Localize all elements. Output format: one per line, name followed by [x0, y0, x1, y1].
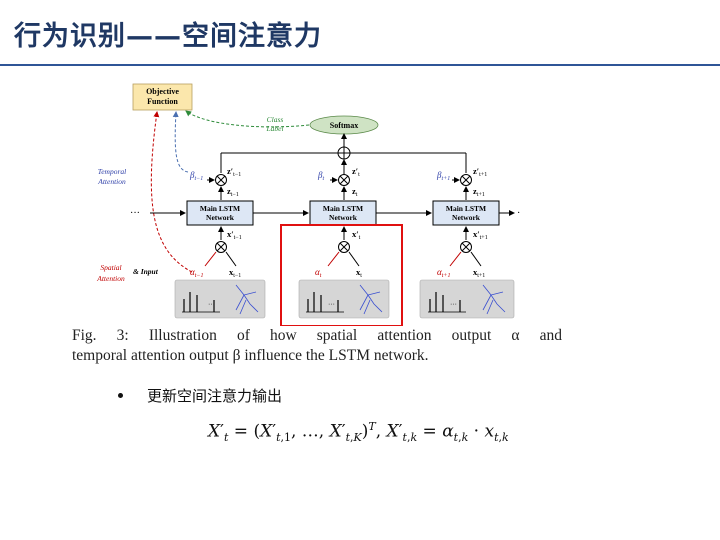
lstm-box-current	[309, 200, 377, 226]
spatial-attention-label-1: Spatial	[100, 263, 121, 272]
svg-text:···: ···	[328, 301, 335, 308]
svg-text:βt−1: βt−1	[189, 170, 203, 182]
formula: X′t = (X′t,1, …, X′t,K)T, X′t,k = αt,k ·…	[208, 420, 509, 445]
svg-text:xt+1: xt+1	[473, 267, 485, 279]
svg-text:···: ···	[208, 301, 215, 308]
highlight-box	[280, 224, 403, 326]
svg-text:xt: xt	[356, 267, 362, 279]
temporal-to-objective-arrow	[172, 111, 189, 173]
svg-text:Main LSTM: Main LSTM	[323, 204, 363, 213]
svg-text:αt−1: αt−1	[190, 267, 203, 279]
bullet-text: 更新空间注意力输出	[147, 387, 283, 405]
svg-text:x′t: x′t	[352, 229, 361, 241]
svg-text:zt+1: zt+1	[473, 186, 485, 198]
svg-text:z′t: z′t	[352, 166, 360, 178]
caption-line-2: temporal attention output β influence th…	[72, 347, 429, 364]
svg-text:x′t+1: x′t+1	[473, 229, 488, 241]
svg-text:Network: Network	[329, 213, 358, 222]
class-label-1: Class	[267, 115, 284, 124]
softmax-node: Softmax	[309, 115, 379, 135]
lstm-box-prev	[186, 200, 254, 226]
attention-lstm-diagram: Objective Function Softmax Class Label T…	[96, 83, 520, 326]
spatial-to-objective-arrow	[150, 111, 193, 273]
timestep-column-prev: βt−1 z′t−1 zt−1 Main LSTM Network x′t−1 …	[174, 166, 266, 319]
objective-label-1: Objective	[146, 87, 179, 96]
bullet-item: 更新空间注意力输出	[118, 385, 282, 406]
ellipsis-right: ···	[517, 208, 520, 219]
svg-text:z′t−1: z′t−1	[227, 166, 241, 178]
svg-text:βt: βt	[317, 170, 324, 182]
objective-function-box: Objective Function	[132, 83, 193, 111]
bullet-dot	[118, 393, 123, 398]
temporal-attention-label-1: Temporal	[98, 167, 126, 176]
temporal-attention-label-2: Attention	[97, 177, 126, 186]
and-input-label: & Input	[133, 267, 159, 276]
svg-text:Network: Network	[452, 213, 481, 222]
timestep-column-current: βt z′t zt Main LSTM Network x′t αt xt ··…	[298, 166, 390, 319]
svg-text:···: ···	[450, 301, 457, 308]
class-label-arrow	[185, 110, 310, 128]
svg-text:βt+1: βt+1	[436, 170, 450, 182]
slide-title: 行为识别——空间注意力	[14, 21, 322, 52]
svg-text:zt: zt	[352, 186, 358, 198]
svg-text:αt: αt	[315, 267, 322, 279]
svg-text:zt−1: zt−1	[227, 186, 239, 198]
svg-text:Network: Network	[206, 213, 235, 222]
svg-text:Main LSTM: Main LSTM	[200, 204, 240, 213]
svg-text:xt−1: xt−1	[229, 267, 241, 279]
svg-text:αt+1: αt+1	[437, 267, 450, 279]
figure-caption: Fig. 3: Illustration of how spatial atte…	[72, 326, 562, 366]
title-divider	[0, 64, 720, 66]
ellipsis-left: ···	[130, 208, 140, 219]
spatial-attention-label-2: Attention	[96, 274, 125, 283]
caption-line-1: Fig. 3: Illustration of how spatial atte…	[72, 327, 562, 344]
objective-label-2: Function	[147, 97, 178, 106]
svg-text:Main LSTM: Main LSTM	[446, 204, 486, 213]
softmax-label: Softmax	[330, 121, 358, 130]
timestep-column-next: βt+1 z′t+1 zt+1 Main LSTM Network x′t+1 …	[419, 166, 515, 319]
class-label-2: Label	[265, 124, 283, 133]
lstm-box-next	[432, 200, 500, 226]
svg-text:x′t−1: x′t−1	[227, 229, 242, 241]
svg-text:z′t+1: z′t+1	[473, 166, 487, 178]
